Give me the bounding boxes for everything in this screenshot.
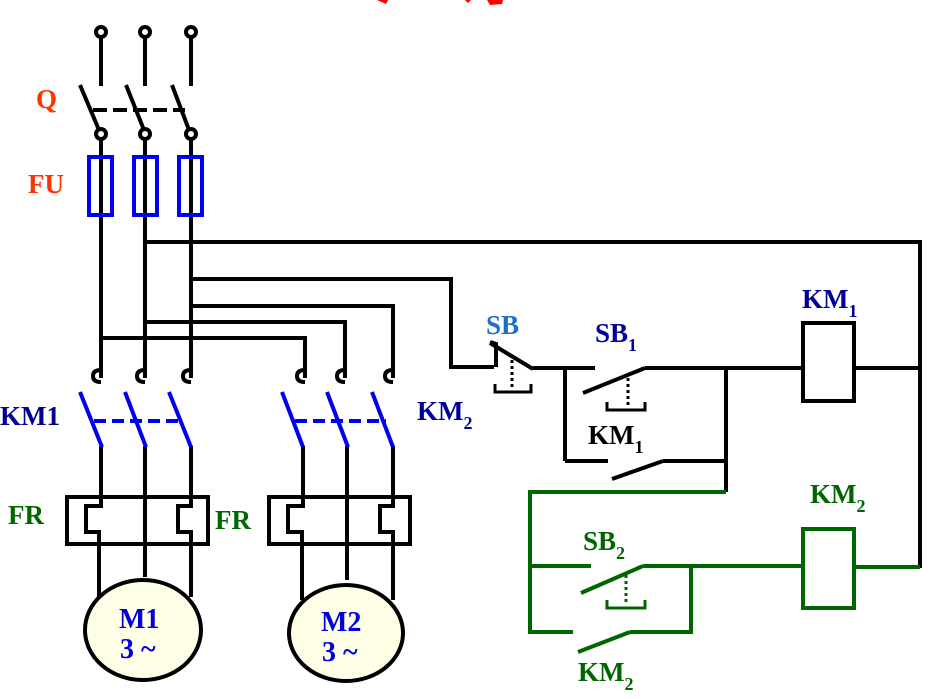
label-KM2-main: KM2 bbox=[417, 396, 473, 433]
terminal-L3 bbox=[184, 25, 198, 39]
label-FR2: FR bbox=[215, 505, 251, 535]
label-KM1-aux: KM1 bbox=[588, 420, 644, 457]
label-M1-phase: 3 ~ bbox=[120, 634, 156, 665]
coil-KM1 bbox=[801, 321, 856, 403]
fuse-3 bbox=[177, 155, 204, 217]
thermal-relay-FR2 bbox=[267, 495, 412, 546]
title-fragment bbox=[377, 0, 503, 5]
label-SB1: SB1 bbox=[595, 318, 637, 355]
label-SB2: SB2 bbox=[583, 526, 625, 563]
terminal-L2 bbox=[138, 25, 152, 39]
label-KM1-coil: KM1 bbox=[802, 284, 858, 321]
label-M2: M2 bbox=[321, 607, 361, 638]
label-SB: SB bbox=[486, 310, 519, 340]
control-circuit-KM2 bbox=[528, 490, 920, 654]
main-contacts bbox=[78, 391, 395, 448]
fuse-1 bbox=[87, 155, 114, 217]
motor-M1 bbox=[83, 578, 203, 682]
start-button-SB2-blade bbox=[580, 564, 644, 595]
label-KM2-aux: KM2 bbox=[578, 657, 634, 694]
label-FU: FU bbox=[28, 169, 64, 199]
label-Q: Q bbox=[36, 84, 57, 114]
terminal-L1 bbox=[94, 25, 108, 39]
switch-Q-blade-2 bbox=[124, 84, 146, 131]
label-M1: M1 bbox=[119, 604, 159, 635]
coil-KM2 bbox=[801, 527, 856, 610]
main-circuit bbox=[65, 25, 922, 683]
fuses-FU bbox=[87, 155, 204, 217]
label-FR1: FR bbox=[8, 500, 44, 530]
stop-button-SB-blade bbox=[488, 341, 535, 371]
holding-contact-KM2-blade bbox=[577, 630, 631, 654]
label-KM2-coil: KM2 bbox=[810, 479, 866, 516]
switch-Q-blade-1 bbox=[78, 84, 101, 131]
holding-contact-KM1-blade bbox=[611, 459, 664, 481]
start-button-SB1-blade bbox=[582, 366, 646, 395]
label-M2-phase: 3 ~ bbox=[322, 637, 358, 668]
control-supply-line-L3 bbox=[191, 277, 494, 369]
label-KM1-main: KM1 bbox=[0, 401, 60, 431]
switch-Q-blade-3 bbox=[170, 84, 191, 131]
fuse-2 bbox=[132, 155, 159, 217]
thermal-relay-FR1 bbox=[65, 495, 210, 546]
motor-M2 bbox=[287, 583, 405, 683]
control-circuit-KM1 bbox=[488, 321, 920, 492]
control-supply-line-L2 bbox=[146, 240, 922, 568]
